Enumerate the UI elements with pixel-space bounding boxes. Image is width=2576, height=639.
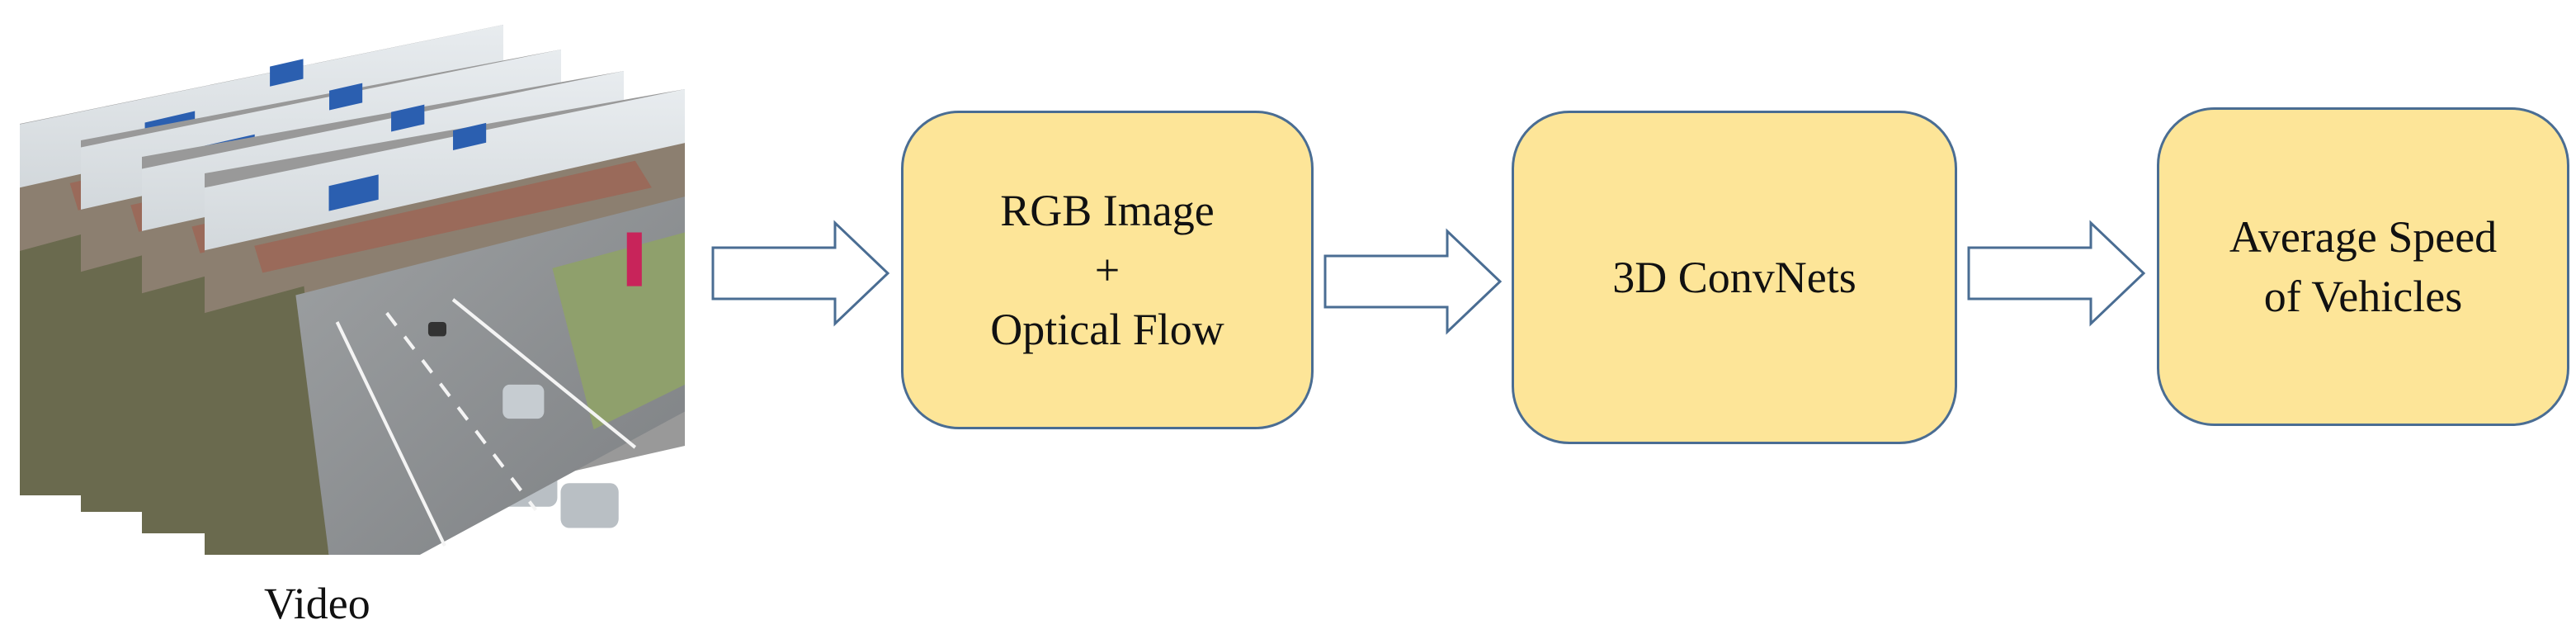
output-box-line2: of Vehicles bbox=[2263, 272, 2463, 321]
video-frame-1 bbox=[205, 89, 685, 555]
arrow-model-to-output bbox=[1967, 220, 2146, 327]
video-label: Video bbox=[264, 579, 370, 628]
video-frames-stack bbox=[20, 25, 685, 555]
input-box: RGB Image + Optical Flow bbox=[901, 111, 1314, 429]
model-box: 3D ConvNets bbox=[1512, 111, 1957, 444]
input-box-line1: RGB Image bbox=[1000, 186, 1215, 235]
input-box-line3: Optical Flow bbox=[990, 305, 1224, 354]
output-box-line1: Average Speed bbox=[2229, 212, 2498, 262]
arrow-video-to-input bbox=[711, 220, 890, 327]
model-box-label: 3D ConvNets bbox=[1612, 253, 1857, 302]
output-box: Average Speed of Vehicles bbox=[2157, 107, 2569, 426]
arrow-input-to-model bbox=[1323, 228, 1503, 335]
input-box-plus: + bbox=[1094, 245, 1121, 295]
